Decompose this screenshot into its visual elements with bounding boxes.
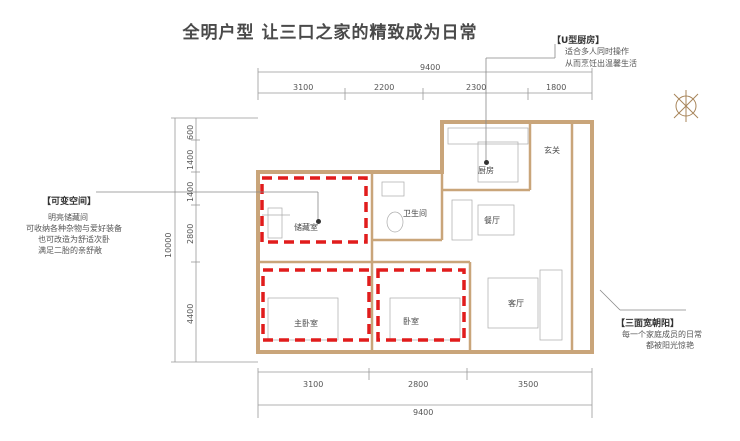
dim-left-1: 600 — [186, 124, 195, 140]
room-bathroom: 卫生间 — [403, 209, 427, 218]
room-storage: 储藏室 — [294, 223, 318, 232]
room-bedroom: 卧室 — [403, 317, 419, 326]
dim-bottom-3: 3500 — [518, 380, 539, 389]
room-entrance: 玄关 — [544, 146, 560, 155]
room-kitchen: 厨房 — [478, 166, 494, 175]
callout-flex-title: 【可变空间】 — [42, 197, 97, 207]
callout-sun-line: 每一个家庭成员的日常 — [622, 330, 702, 339]
dim-left-4: 2800 — [186, 223, 195, 244]
page-title: 全明户型 让三口之家的精致成为日常 — [182, 23, 478, 43]
callout-sun-title: 【三面宽朝阳】 — [616, 319, 680, 329]
dim-bottom-total: 9400 — [413, 408, 434, 417]
dim-top-1: 3100 — [293, 83, 314, 92]
dim-top-4: 1800 — [546, 83, 567, 92]
callout-flex-line: 满足二胎的亲舒敞 — [38, 246, 102, 255]
callout-kitchen-line: 从而烹饪出温馨生活 — [565, 59, 637, 68]
dim-left-total: 10000 — [164, 232, 173, 258]
callout-flex-line: 可收纳各种杂物与爱好装备 — [26, 224, 122, 233]
callout-kitchen-title: 【U型厨房】 — [552, 36, 605, 46]
dim-top-3: 2300 — [466, 83, 487, 92]
dim-left-3: 1400 — [186, 181, 195, 202]
marker-dot — [484, 160, 489, 165]
marker-dot — [316, 219, 321, 224]
dim-top-total: 9400 — [420, 63, 441, 72]
dim-left-2: 1400 — [186, 149, 195, 170]
callout-kitchen-line: 适合多人同时操作 — [565, 47, 629, 56]
callout-sun-line: 都被阳光惊艳 — [646, 341, 694, 350]
dim-left-5: 4400 — [186, 303, 195, 324]
room-living: 客厅 — [508, 299, 524, 308]
room-master: 主卧室 — [294, 319, 318, 328]
dim-bottom-1: 3100 — [303, 380, 324, 389]
room-dining: 餐厅 — [484, 216, 500, 225]
callout-flex-line: 明亮储藏间 — [48, 213, 88, 222]
callout-flex-line: 也可改造为舒适次卧 — [38, 235, 110, 244]
dim-top-2: 2200 — [374, 83, 395, 92]
dim-bottom-2: 2800 — [408, 380, 429, 389]
